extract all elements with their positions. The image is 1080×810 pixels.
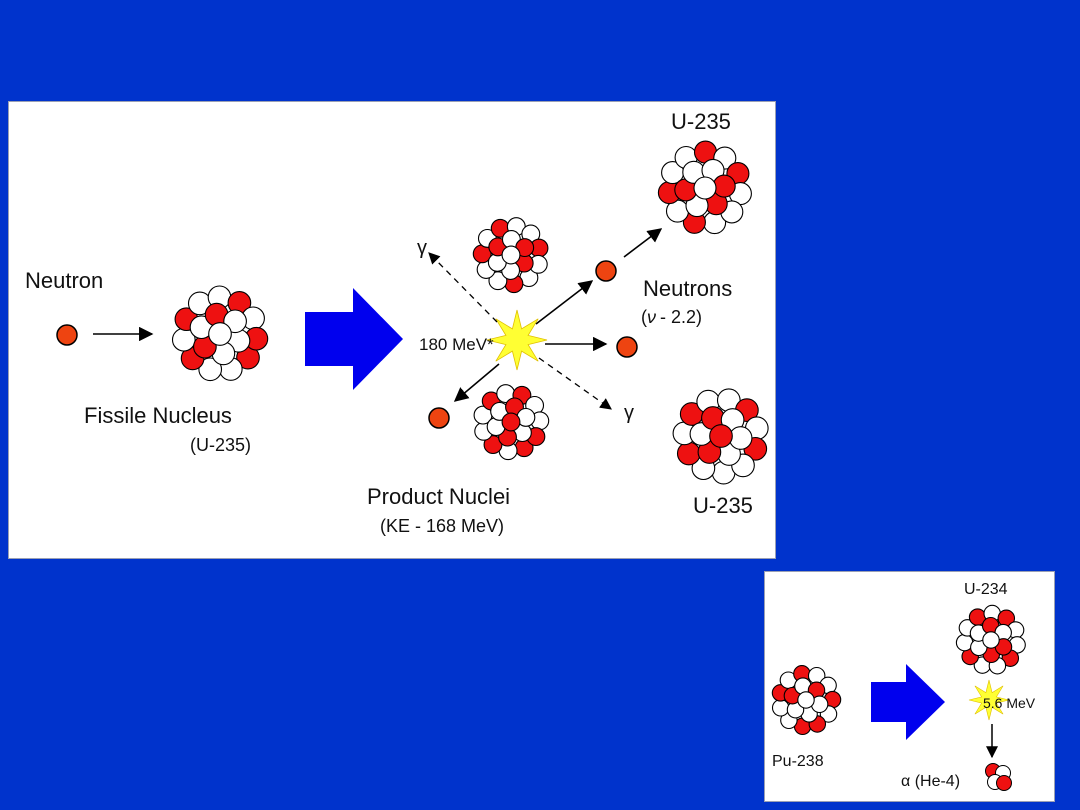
pu238-nucleus [771,665,842,736]
neutron-arrow-down [453,363,500,402]
fissile-sub-label: (U-235) [190,435,251,455]
u235-label-bottom: U-235 [693,493,753,518]
nucleon [501,412,521,432]
fission-diagram: Neutron Fissile Nucleus (U-235) 180 MeV*… [25,109,769,536]
neutrons-sub-label: (ν- 2.2) [641,307,702,327]
neutron-to-u235-arrow [623,228,663,258]
nucleon [982,631,1000,649]
nucleon [728,426,753,450]
decay-flash [968,679,1010,721]
u235-label-top: U-235 [671,109,731,134]
reaction-arrow [305,288,403,390]
product-nucleus-top [472,217,549,294]
neutron-out-2 [616,336,638,358]
gamma-label-bottom: γ [624,402,634,424]
nucleon [712,174,736,198]
decay-arrow [871,664,945,740]
product-sub-label: (KE - 168 MeV) [380,516,504,536]
nucleon [208,322,232,346]
u234-nucleus [955,604,1026,675]
fissile-nucleus [171,285,269,382]
decay-energy-label: 5.6 MeV [983,695,1036,711]
fission-panel: Neutron Fissile Nucleus (U-235) 180 MeV*… [8,101,776,559]
nucleon [693,176,717,200]
u234-label: U-234 [964,581,1008,598]
nucleon [676,441,701,466]
neutron-out-3 [428,407,450,429]
incoming-neutron [56,324,78,346]
alpha-particle [985,763,1012,791]
neutron-arrow-up [535,280,594,325]
product-label: Product Nuclei [367,484,510,509]
nucleon [797,691,815,709]
fissile-label: Fissile Nucleus [84,403,232,428]
pu238-label: Pu-238 [772,753,824,770]
gamma-label-top: γ [417,237,427,259]
alpha-decay-diagram: U-234 Pu-238 5.6 MeV α (He-4) [771,581,1036,791]
neutron-out-1 [595,260,617,282]
alpha-decay-panel: U-234 Pu-238 5.6 MeV α (He-4) [764,571,1055,802]
energy-flash [486,309,548,371]
alpha-label: α (He-4) [901,773,960,790]
u235-nucleus-bottom [672,388,769,485]
gamma-arrow-top [428,252,498,323]
energy-label: 180 MeV* [419,335,494,354]
nucleon [709,424,733,448]
gamma-arrow-bottom [538,357,612,410]
u235-nucleus-top [657,140,752,235]
nucleon [198,357,223,382]
nucleon [501,245,521,265]
neutron-label: Neutron [25,268,103,293]
product-nucleus-bottom [473,384,550,461]
neutrons-label: Neutrons [643,276,732,301]
